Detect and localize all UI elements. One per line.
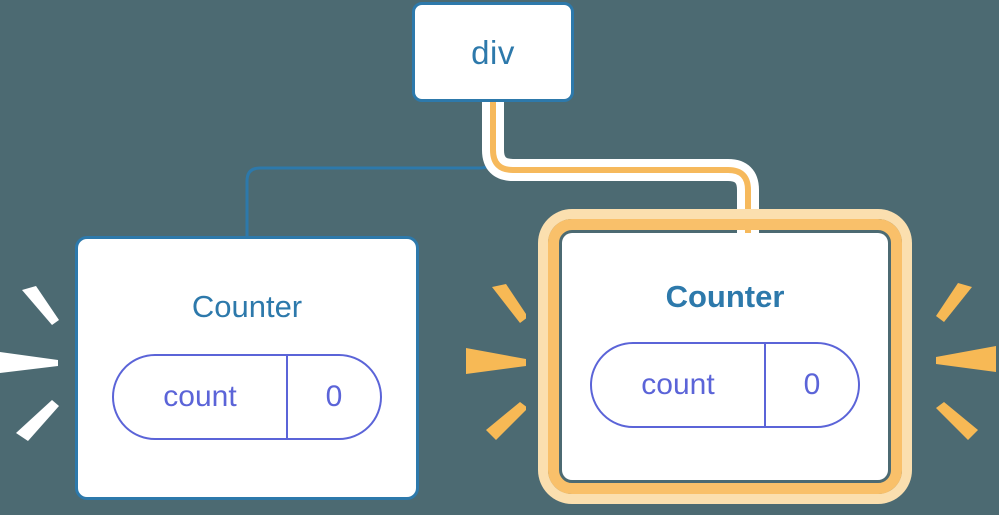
edge-div-to-counter-right	[490, 102, 751, 233]
node-counter-right[interactable]: Counter count 0	[562, 233, 888, 480]
state-pill-counter-left: count 0	[112, 354, 382, 440]
edge-div-to-counter-left	[245, 102, 495, 236]
state-key: count	[592, 344, 766, 426]
node-div[interactable]: div	[412, 2, 574, 102]
node-div-label: div	[471, 33, 515, 71]
state-value: 0	[803, 368, 821, 401]
highlight-ring-counter-right	[548, 219, 902, 494]
node-counter-left-label: Counter	[191, 289, 303, 324]
node-counter-left[interactable]: Counter count 0	[75, 236, 419, 500]
node-counter-right-label: Counter	[665, 279, 785, 314]
state-value: 0	[325, 380, 343, 413]
state-pill-counter-right: count 0	[590, 342, 860, 428]
state-key: count	[114, 356, 288, 438]
